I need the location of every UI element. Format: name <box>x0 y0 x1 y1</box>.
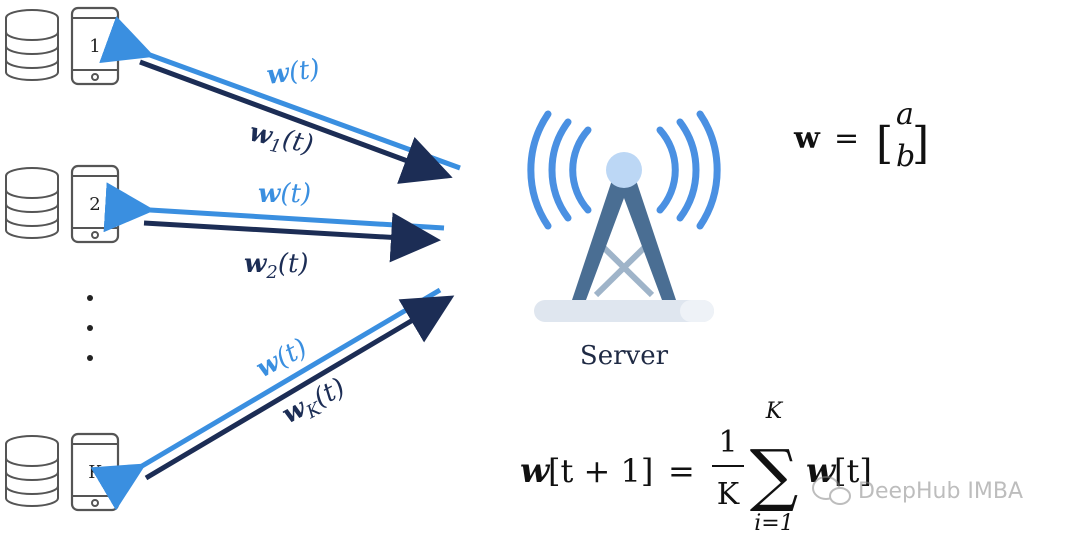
download-label-2: w(t) <box>258 179 311 209</box>
update-rhs: w <box>806 451 837 491</box>
wechat-icon <box>812 476 851 505</box>
vector-close-bracket: ] <box>912 118 929 169</box>
download-label-1: w(t) <box>265 54 322 91</box>
sum-lower-limit: i=1 <box>754 511 793 536</box>
ellipsis-icon <box>87 295 93 361</box>
upload-arrow-1 <box>139 59 453 184</box>
update-rhs-arg: [t] <box>834 452 872 490</box>
vector-top: a <box>896 97 914 132</box>
upload-label-2: w2(t) <box>244 249 309 283</box>
phone-icon: K <box>70 432 120 512</box>
download-arrow-k <box>90 287 442 511</box>
phone-icon: 1 <box>70 6 120 86</box>
vector-lhs: w <box>793 121 821 156</box>
vector-bottom: b <box>896 139 915 174</box>
download-label-k: w(t) <box>251 333 312 384</box>
upload-arrow-k <box>144 295 455 481</box>
client-2: 2 <box>5 164 120 244</box>
update-lhs: w <box>520 451 551 491</box>
server-tower-icon <box>527 110 721 322</box>
vector-eq: = <box>834 121 859 156</box>
database-icon <box>5 167 59 239</box>
fraction-numerator: 1 <box>718 425 737 460</box>
vector-definition: w = [ a b ] <box>793 97 929 174</box>
watermark-text: DeepHub IMBA <box>858 479 1023 504</box>
sum-upper-limit: K <box>765 399 784 424</box>
phone-icon: 2 <box>70 164 120 244</box>
update-lhs-arg: [t + 1] <box>548 452 653 490</box>
fraction-denominator: K <box>717 477 740 512</box>
sum-symbol: ∑ <box>750 436 799 515</box>
database-icon <box>5 9 59 81</box>
client-label: K <box>88 462 102 483</box>
watermark: DeepHub IMBA <box>812 476 1023 505</box>
upload-arrow-2 <box>143 212 441 263</box>
client-label: 1 <box>89 36 100 57</box>
server-label: Server <box>580 341 669 371</box>
update-eq: = <box>668 452 695 490</box>
client-label: 2 <box>89 194 100 215</box>
update-equation: w [t + 1] = 1 K K ∑ i=1 w [t] <box>520 399 872 536</box>
client-1: 1 <box>5 6 120 86</box>
client-k: K <box>5 432 120 512</box>
upload-label-1: w1(t) <box>246 118 316 165</box>
vector-open-bracket: [ <box>876 118 893 169</box>
database-icon <box>5 435 59 507</box>
